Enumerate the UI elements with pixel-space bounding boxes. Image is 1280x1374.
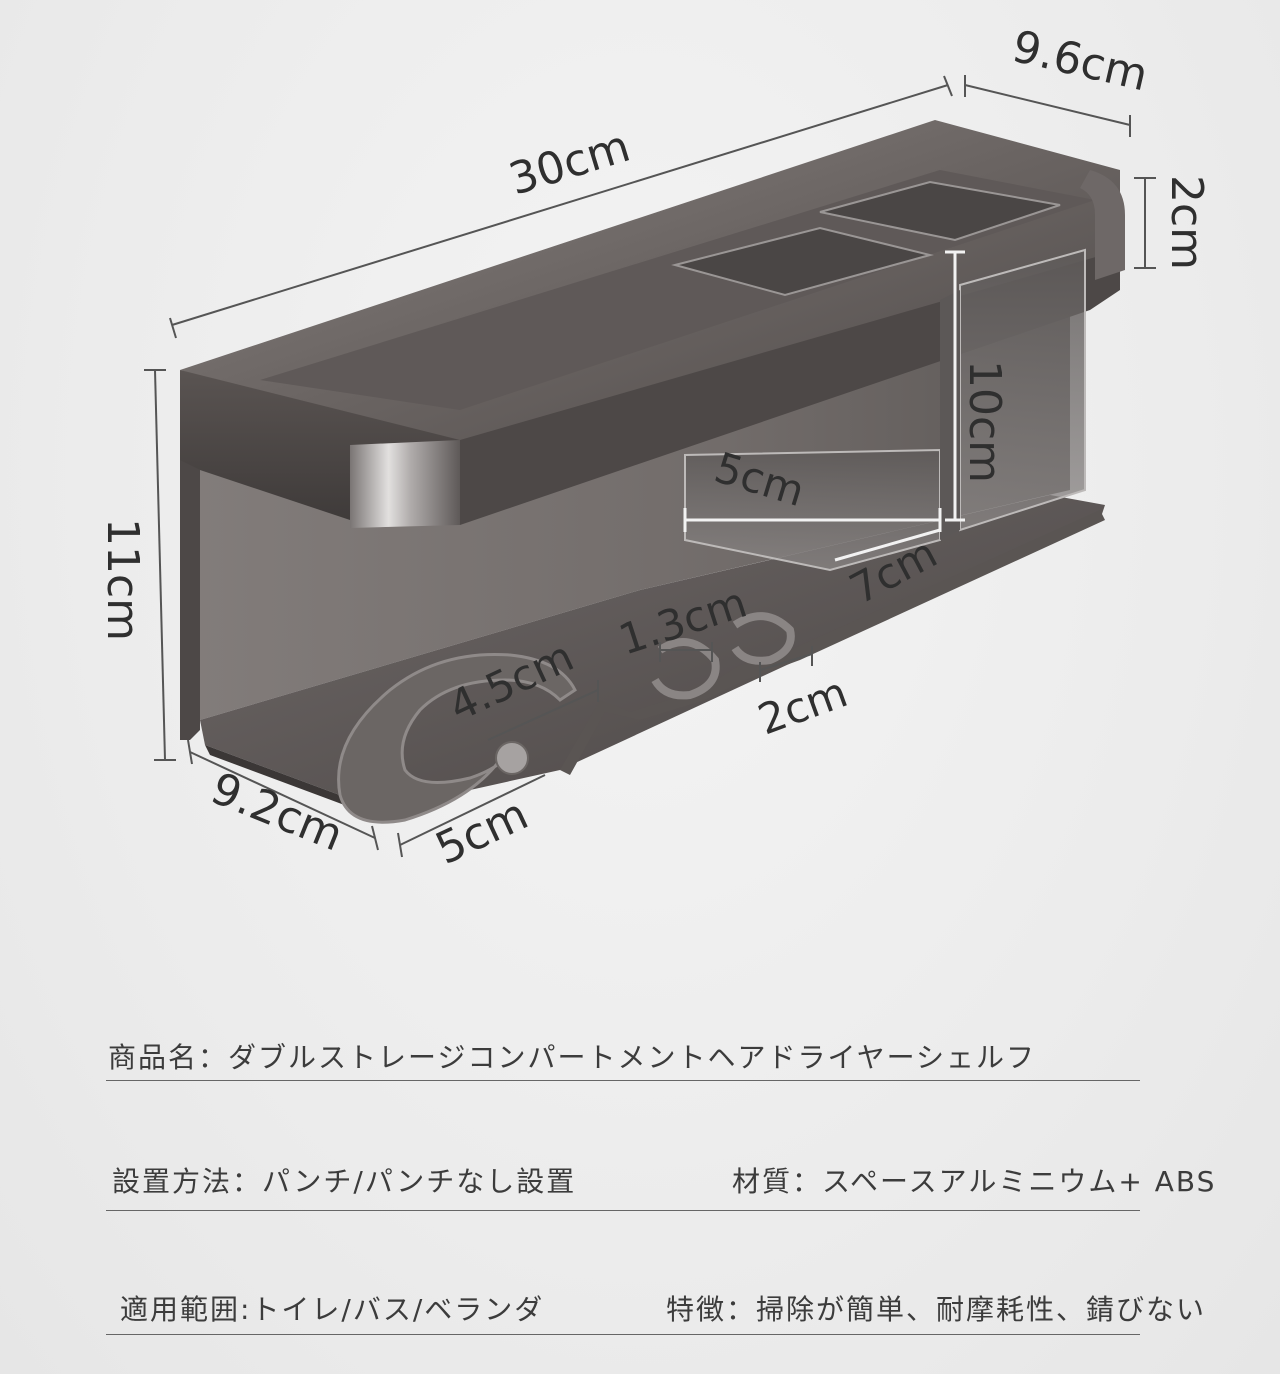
spec-divider-1 bbox=[106, 1080, 1140, 1081]
product-figure: 30cm 9.6cm 2cm 10cm 11cm 5cm 7cm 1.3cm 4… bbox=[97, 21, 1212, 875]
shelf-corner bbox=[1080, 170, 1125, 280]
back-plate bbox=[200, 300, 1070, 720]
spec-features: 特徴：掃除が簡単、耐摩耗性、錆びない bbox=[666, 1293, 1207, 1326]
spec-install: 設置方法：パンチ/パンチなし設置 bbox=[112, 1165, 577, 1198]
slot-loop-2 bbox=[731, 612, 795, 665]
slot-loop-1 bbox=[651, 638, 720, 700]
spec-divider-2 bbox=[106, 1210, 1140, 1211]
dimension-lines bbox=[144, 75, 1156, 858]
dim-total-height-label: 11cm bbox=[97, 518, 148, 641]
dim-width-label: 30cm bbox=[503, 121, 636, 206]
cup-right-front bbox=[940, 290, 960, 540]
hook-rail bbox=[560, 510, 1105, 775]
ring-end-cap bbox=[495, 741, 529, 775]
dryer-ring bbox=[337, 652, 577, 824]
chrome-cap bbox=[350, 440, 460, 528]
spec-usage: 適用範囲:トイレ/バス/ベランダ bbox=[120, 1293, 545, 1326]
spec-product-name: 商品名：ダブルストレージコンパートメントヘアドライヤーシェルフ bbox=[108, 1041, 1037, 1074]
dim-depth-top-label: 9.6cm bbox=[1008, 21, 1153, 102]
dim-slot-gap-label: 2cm bbox=[752, 667, 854, 744]
base-plate bbox=[200, 495, 1105, 810]
spec-material: 材質：スペースアルミニウム+ ABS bbox=[732, 1165, 1217, 1198]
dim-lip-height-label: 2cm bbox=[1161, 175, 1212, 270]
cup-left-top bbox=[671, 226, 934, 297]
dim-cup-height-label: 10cm bbox=[959, 360, 1010, 483]
shelf-inner bbox=[260, 170, 1095, 410]
spec-divider-3 bbox=[106, 1334, 1140, 1335]
cup-right-top bbox=[819, 180, 1061, 242]
